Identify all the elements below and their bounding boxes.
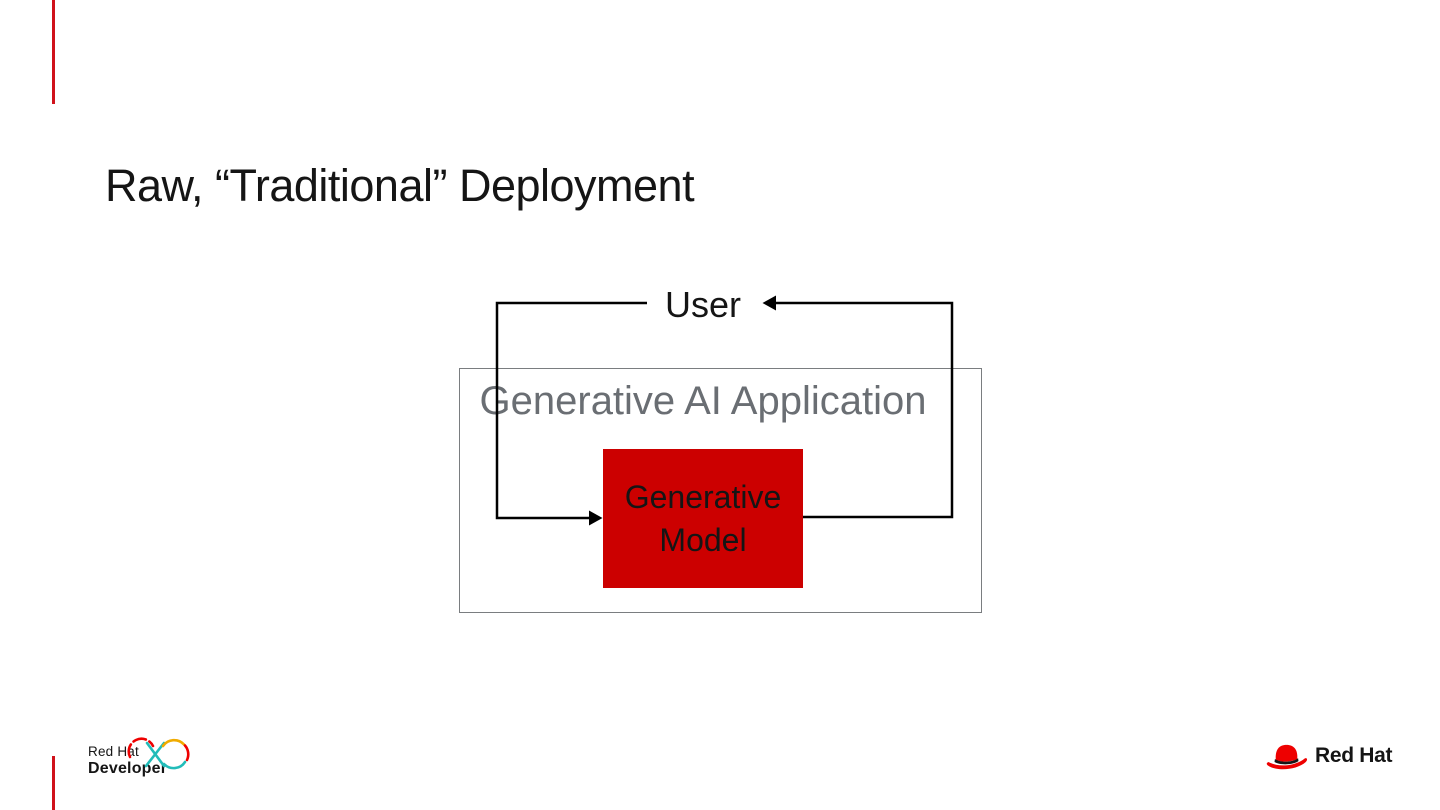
redhat-logo: Red Hat: [1265, 741, 1393, 771]
arrowhead-into-user-icon: [762, 295, 776, 311]
redhat-fedora-icon: [1266, 744, 1308, 770]
generative-ai-application-label: Generative AI Application: [479, 379, 927, 423]
redhat-developer-infinity-icon: [127, 737, 190, 770]
generative-model-label-line1: Generative: [624, 478, 782, 515]
page-title: Raw, “Traditional” Deployment: [105, 160, 695, 212]
user-node-label: User: [664, 284, 741, 325]
generative-model-label-line2: Model: [659, 521, 747, 558]
generative-model-box: Generative Model: [603, 449, 803, 588]
redhat-developer-logo-line1: Red Hat: [88, 744, 139, 759]
redhat-logo-wordmark: Red Hat: [1315, 744, 1393, 767]
accent-red-line-bottom: [52, 756, 55, 810]
accent-red-line-top: [52, 0, 55, 104]
generative-ai-application-box: [459, 368, 982, 613]
